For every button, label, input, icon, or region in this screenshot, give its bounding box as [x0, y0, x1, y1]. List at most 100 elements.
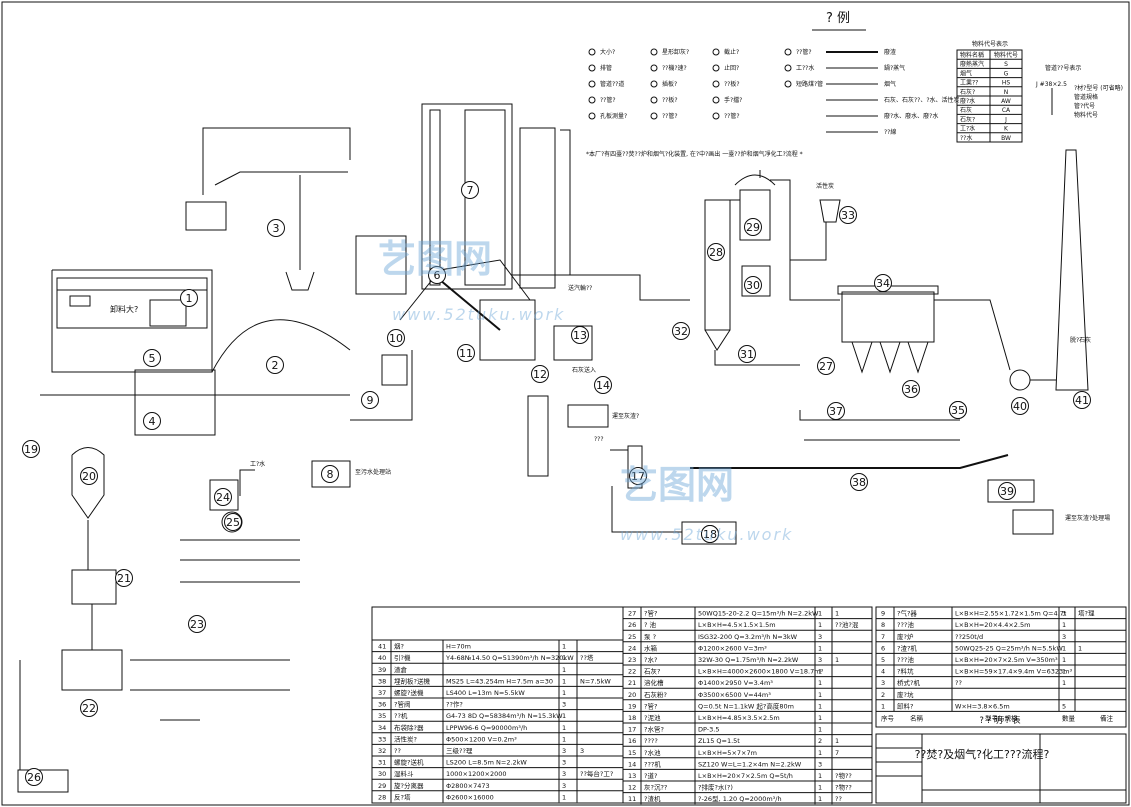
equipment-number: 39: [1000, 485, 1014, 498]
table-cell: 25: [628, 633, 636, 641]
table-cell: 1: [818, 784, 822, 792]
table-cell: ?水?: [644, 655, 657, 664]
equipment-bubble: [701, 525, 719, 543]
chimney: [1055, 149, 1089, 391]
table-cell: ?-26型, 1.20 Q=2000m³/h: [698, 794, 782, 803]
table-cell: 1: [1062, 621, 1066, 629]
table-cell: 废?坑: [897, 690, 914, 699]
table-cell: ? 池: [644, 620, 657, 629]
legend-item: 插板?: [662, 80, 677, 88]
table-cell: 泵 ?: [644, 633, 656, 641]
medium-code: K: [1004, 126, 1009, 133]
table-cell: W×H=3.8×6.5m: [955, 702, 1010, 710]
legend-symbol-icon: [588, 112, 596, 120]
table-cell: 3: [881, 679, 885, 687]
equipment-number: 32: [674, 325, 688, 338]
equipment-number: 33: [841, 209, 855, 222]
table-cell: 34: [378, 724, 386, 732]
feed-hopper: [355, 235, 407, 295]
table-cell: ?渣机: [644, 794, 661, 803]
table-cell: ?泥池: [644, 713, 661, 722]
equipment-number: 28: [709, 246, 723, 259]
legend-symbol-icon: [588, 96, 596, 104]
legend-symbol-icon: [650, 48, 658, 56]
baghouse: [837, 285, 939, 374]
legend-item: 大小?: [600, 48, 615, 56]
medium-name: ??水: [960, 134, 972, 142]
bunker-front-label: 卸料大?: [110, 304, 138, 314]
table-cell: Φ500×1200 V=0.2m³: [446, 735, 517, 743]
table-cell: ?气?器: [897, 609, 917, 618]
table-cell: G4-73 8D Q=58384m³/h N=15.3kW: [446, 712, 563, 720]
table-cell: 32: [378, 747, 386, 755]
table-cell: 3: [580, 747, 584, 755]
legend-item: 手?擋?: [724, 96, 742, 104]
pipe-network: [19, 104, 1056, 770]
table-cell: 1: [818, 621, 822, 629]
table-cell: 30: [378, 770, 386, 778]
table-cell: ???池: [897, 620, 914, 629]
equipment-bubble: [738, 345, 756, 363]
table-cell: 3: [562, 782, 566, 790]
equipment-bubble: [214, 488, 232, 506]
table-cell: 23: [628, 656, 636, 664]
table-cell: 20: [628, 691, 636, 699]
table-cell: 1: [1062, 656, 1066, 664]
equipment-number: 13: [573, 329, 587, 342]
legend-line-item: 石灰、石灰??、?水、活性炭: [884, 96, 960, 104]
table-cell: L×B×H=20×7×2.5m V=350m³: [955, 656, 1058, 664]
table-cell: 50WQ25-25 Q=25m³/h N=5.5kW: [955, 644, 1063, 652]
equipment-number: 8: [327, 468, 334, 481]
grab-bucket-icon: [285, 271, 315, 291]
equipment-list-title: ? ? 明 ? 表: [979, 715, 1021, 726]
table-cell: Y4-68№14.50 Q=51390m³/h N=320kW: [445, 654, 574, 662]
table-cell: LS200 L=8.5m N=2.2kW: [446, 759, 527, 767]
equipment-bubble: [949, 401, 967, 419]
table-header: 名稱: [910, 713, 924, 722]
table-cell: 18: [628, 714, 636, 722]
equipment-number: 41: [1075, 394, 1089, 407]
unit-note: ???: [594, 436, 604, 443]
table-cell: ?管?: [644, 609, 657, 618]
table-cell: 7: [881, 633, 885, 641]
equipment-bubble: [428, 266, 446, 284]
equipment-bubble: [22, 440, 40, 458]
equipment-number: 24: [216, 491, 230, 504]
equipment-number: 19: [24, 443, 38, 456]
legend-symbol-icon: [712, 112, 720, 120]
legend-symbol-icon: [784, 80, 792, 88]
grate: [439, 279, 501, 331]
table-cell: 1: [835, 610, 839, 618]
table-cell: 9: [881, 610, 885, 618]
table-cell: 40: [378, 654, 386, 662]
table-cell: 22: [628, 668, 636, 676]
table-cell: 5: [1062, 702, 1066, 710]
table-cell: ????: [644, 737, 658, 745]
table-cell: 50WQ15-20-2.2 Q=15m³/h N=2.2kW: [698, 610, 819, 618]
equipment-bubble: [744, 276, 762, 294]
ash-chute: [479, 299, 536, 361]
table-cell: ??每台?工?: [580, 769, 613, 778]
medium-name: 工?水: [960, 125, 975, 133]
pipe-code-part: 管?代号: [1074, 102, 1095, 110]
equipment-bubble: [571, 326, 589, 344]
table-cell: 1: [562, 724, 566, 732]
table-cell: 1: [818, 679, 822, 687]
table-header: 備注: [1100, 713, 1114, 722]
equipment-bubble: [267, 219, 285, 237]
table-cell: Φ1400×2950 V=3.4m³: [698, 679, 773, 687]
table-cell: 31: [378, 759, 386, 767]
equipment-number: 4: [149, 415, 156, 428]
equipment-number: 12: [533, 368, 547, 381]
table-cell: 石灰粉?: [644, 690, 667, 699]
slag-pit: [527, 395, 549, 477]
equipment-number: 34: [876, 277, 890, 290]
scraper-conveyor: [690, 454, 1009, 469]
legend-item: 短路煤?管: [796, 80, 823, 88]
table-cell: 灰?沉??: [644, 783, 667, 792]
legend-symbol-icon: [588, 64, 596, 72]
table-cell: 1: [562, 689, 566, 697]
table-cell: ?渣?机: [897, 643, 917, 652]
